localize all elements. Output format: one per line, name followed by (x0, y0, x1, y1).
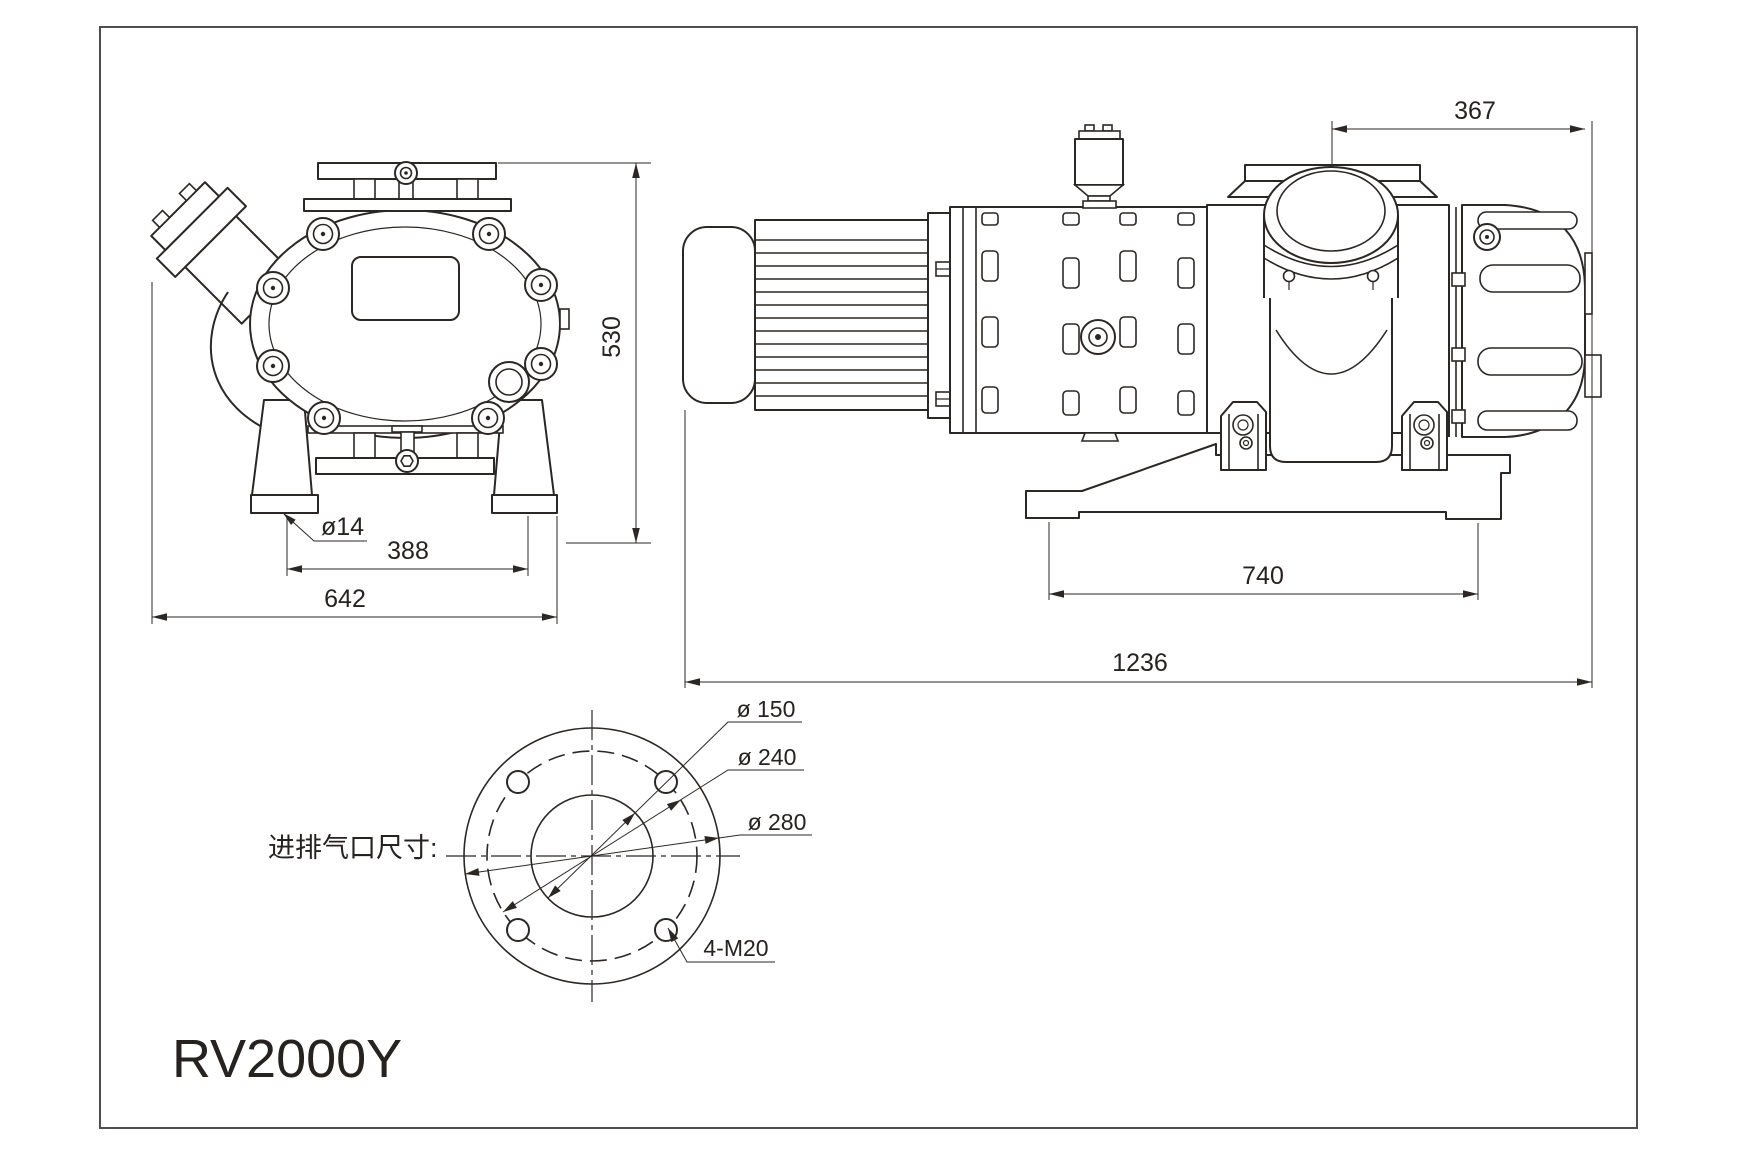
dim-o14: ø14 (282, 512, 367, 542)
dimensions: 530 ø14 388 642 367 (151, 97, 1593, 688)
motor-flange (927, 212, 951, 419)
body-bolt-lugs (256, 217, 558, 435)
pump-body-inner-contour (268, 226, 542, 422)
side-nub (559, 308, 570, 330)
front-view (150, 161, 570, 514)
dim-label-642: 642 (324, 585, 366, 613)
dim-label-530: 530 (598, 316, 626, 358)
dim-530: 530 (498, 162, 651, 544)
bolt-circle-label: ø 240 (738, 744, 797, 770)
model-title: RV2000Y (172, 1029, 402, 1089)
pump-body-front (249, 209, 561, 439)
dim-label-740: 740 (1242, 562, 1284, 590)
dim-642: 642 (151, 282, 558, 624)
bolt-holes-label: 4-M20 (703, 935, 768, 961)
motor-end-cap (682, 226, 756, 404)
dim-label-o14: ø14 (321, 513, 364, 541)
side-view (682, 124, 1602, 520)
dim-label-367: 367 (1454, 97, 1496, 125)
drain-port-inner (495, 368, 523, 396)
dim-367: 367 (1331, 97, 1593, 688)
port-flange-detail: ø 150 ø 240 ø 280 4-M20 进排气口尺寸: (268, 696, 812, 1002)
bottom-clamp (307, 425, 504, 475)
oil-cup (1072, 124, 1126, 209)
base-pedestal (1025, 443, 1511, 520)
motor-fins (754, 219, 929, 411)
housing-tab (1080, 432, 1120, 442)
end-cover (1448, 204, 1602, 438)
dim-388: 388 (286, 516, 529, 576)
cover-fitting-upper (1584, 252, 1593, 315)
foot-bracket-right (1401, 401, 1448, 471)
dim-1236: 1236 (684, 410, 1592, 688)
volute-curve (209, 291, 283, 437)
foot-bracket-left (1220, 401, 1267, 471)
casing-tub (1269, 298, 1393, 463)
cover-fitting-lower (1584, 354, 1602, 398)
dim-740: 740 (1048, 522, 1479, 600)
housing-vent-slots (981, 212, 1195, 416)
inlet-cylinder (1263, 166, 1399, 298)
flange-leaders (464, 721, 812, 963)
end-cover-ribs (1477, 211, 1583, 431)
gear-housing (949, 206, 1208, 442)
drain-port (488, 361, 530, 403)
flange-bore-label: ø 150 (737, 696, 796, 722)
dim-label-388: 388 (387, 537, 429, 565)
front-feet (250, 399, 558, 514)
nameplate (351, 256, 460, 321)
port-detail-caption: 进排气口尺寸: (268, 833, 438, 863)
flange-outer-label: ø 280 (748, 809, 807, 835)
top-clamp (303, 161, 512, 212)
dim-label-1236: 1236 (1112, 649, 1168, 677)
